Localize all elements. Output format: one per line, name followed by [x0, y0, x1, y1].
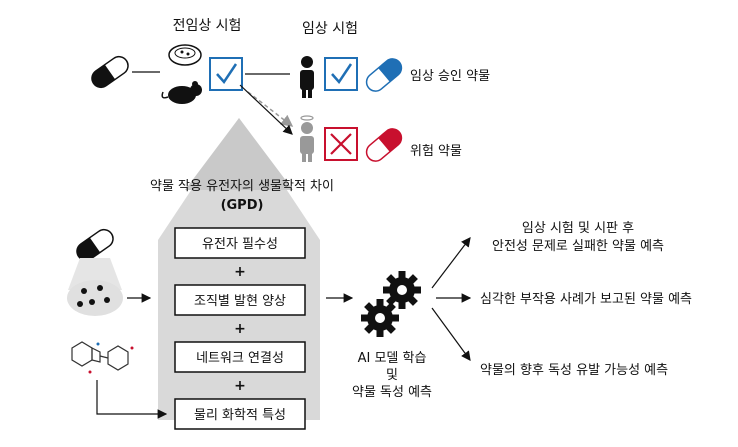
model-line-2: 및	[386, 368, 398, 383]
input-pill-icon	[76, 228, 114, 262]
risky-cross-icon	[324, 127, 358, 161]
risky-drug-label: 위험 약물	[410, 144, 462, 159]
prediction-2: 심각한 부작용 사례가 보고된 약물 예측	[480, 292, 692, 307]
feature-label: 조직별 발현 양상	[194, 294, 286, 309]
arrow-to-prediction-3	[431, 307, 471, 361]
clinical-label: 임상 시험	[302, 21, 358, 37]
plus-sign: +	[234, 321, 246, 337]
cell-dots-icon	[67, 280, 123, 316]
gpd-title: 약물 작용 유전자의 생물학적 차이	[150, 179, 334, 194]
molecule-icon	[71, 341, 134, 374]
model-line-1: AI 모델 학습	[358, 351, 427, 366]
preclinical-check-icon	[209, 57, 243, 91]
prediction-1-line-2: 안전성 문제로 실패한 약물 예측	[492, 239, 664, 254]
feature-label: 물리 화학적 특성	[194, 408, 286, 423]
feature-label: 네트워크 연결성	[196, 351, 284, 366]
gpd-abbr: (GPD)	[221, 198, 264, 213]
risky-pill-icon	[365, 128, 403, 162]
feature-label: 유전자 필수성	[202, 237, 278, 252]
feature-box-3: 네트워크 연결성	[174, 341, 306, 373]
prediction-3: 약물의 향후 독성 유발 가능성 예측	[480, 363, 668, 378]
gpd-cone-top	[185, 118, 293, 190]
arrow-to-prediction-1	[431, 237, 471, 289]
arrow-preclinical-to-risk	[247, 91, 294, 127]
person-icon	[300, 56, 314, 98]
petri-dish-icon	[168, 44, 202, 66]
feature-box-2: 조직별 발현 양상	[174, 284, 306, 316]
drug-pill-icon	[91, 55, 129, 89]
feature-box-1: 유전자 필수성	[174, 227, 306, 259]
prediction-1-line-1: 임상 시험 및 시판 후	[522, 221, 634, 236]
clinical-check-icon	[324, 57, 358, 91]
approved-pill-icon	[365, 58, 403, 92]
feature-box-4: 물리 화학적 특성	[174, 398, 306, 430]
arrow-molecule-to-properties	[96, 380, 168, 419]
pill-spray	[68, 258, 122, 290]
gears-icon	[361, 271, 421, 337]
plus-sign: +	[234, 264, 246, 280]
angel-person-icon	[300, 115, 314, 162]
arrow-check-to-risk	[239, 84, 293, 135]
plus-sign: +	[234, 378, 246, 394]
mouse-icon	[161, 81, 202, 104]
model-line-3: 약물 독성 예측	[352, 385, 432, 400]
preclinical-label: 전임상 시험	[173, 18, 242, 34]
approved-drug-label: 임상 승인 약물	[410, 69, 490, 84]
